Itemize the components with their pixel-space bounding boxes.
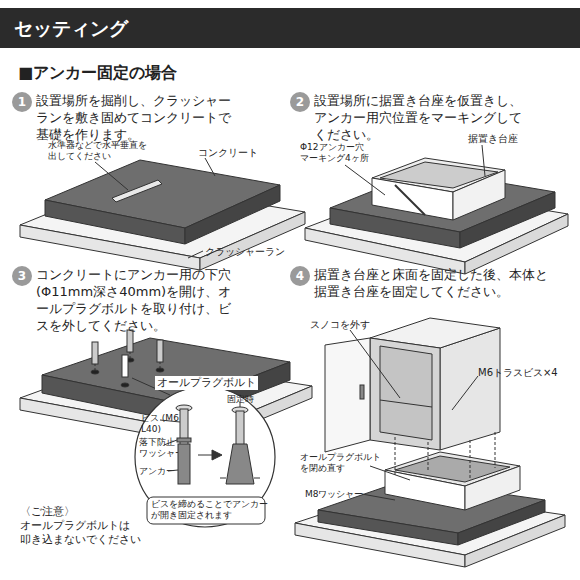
screw-guide	[495, 432, 496, 468]
panel-4	[295, 318, 565, 567]
leader-line	[205, 158, 215, 176]
callout-circle: 2	[290, 92, 310, 112]
step-text: 設置場所を掘削し、クラッシャーランを敷き固めてコンクリートで基礎を作ります。	[36, 92, 236, 143]
panel-1	[20, 158, 305, 270]
callout-number: 3	[12, 268, 32, 284]
concrete	[318, 510, 458, 545]
plug-bolt	[127, 330, 133, 352]
leader-line	[188, 251, 203, 258]
note-label: ビスを締めることでアンカー が開き固定されます	[151, 499, 263, 521]
callout-number: 4	[290, 268, 310, 284]
plug-bolt	[92, 342, 98, 364]
plug-bolt	[157, 340, 163, 362]
base-stand	[372, 178, 453, 220]
concrete	[185, 185, 280, 244]
callout-number: 1	[12, 94, 32, 110]
magnifier-ring	[135, 387, 275, 527]
guide-line	[95, 364, 96, 372]
leader-line	[345, 165, 385, 195]
screw-guide	[428, 442, 429, 472]
leader-line	[482, 145, 485, 176]
part-label: 落下防止 ワッシャー	[139, 437, 185, 459]
part-label: 固定時	[227, 393, 254, 405]
concrete	[45, 200, 185, 244]
part-label: クラッシャーラン	[205, 245, 285, 258]
screw-guide	[470, 440, 471, 478]
part-label: M6トラスビス×4	[478, 366, 558, 379]
anchor-hole	[121, 383, 129, 387]
callout-circle: 3	[12, 266, 32, 286]
header-band	[0, 8, 580, 48]
callout-number: 2	[290, 94, 310, 110]
cabinet-interior	[380, 346, 432, 440]
leader-line	[362, 494, 395, 500]
base-stand	[453, 170, 505, 220]
callout-circle: 4	[290, 266, 310, 286]
part-label: オールプラグボルト を閉め直す	[300, 452, 395, 474]
leader-line	[350, 330, 400, 398]
guide-line	[160, 362, 161, 370]
base-stand	[465, 466, 520, 510]
pencil	[395, 185, 425, 215]
cabinet	[370, 338, 440, 450]
base-stand	[385, 470, 465, 510]
section-heading: ■アンカー固定の場合	[18, 62, 177, 83]
note-label: 水準器などで水平垂直を 出してください	[48, 140, 160, 162]
part-label: Φ12アンカー穴 マーキング4ヶ所	[300, 142, 380, 164]
cabinet	[440, 328, 500, 450]
plug-bolt	[122, 355, 128, 377]
cabinet-shelf	[380, 400, 432, 407]
magnifier-circle: オールプラグボルトビス (M6 L40)落下防止 ワッシャーアンカー固定時ビスを…	[133, 385, 277, 529]
magnifier-title: オールプラグボルト	[155, 376, 258, 390]
part-label: 据置き台座	[468, 132, 518, 145]
guide-line	[130, 352, 131, 360]
door-handle	[360, 385, 364, 399]
part-label: ビス (M6 L40)	[141, 413, 187, 435]
note-box	[147, 497, 265, 524]
cabinet-door	[325, 338, 370, 452]
part-label: アンカー	[139, 465, 175, 477]
step-text: 据置き台座と床面を固定した後、本体と据置き台座を固定してください。	[314, 266, 554, 300]
part-label: コンクリート	[198, 146, 258, 159]
callout-circle: 1	[12, 92, 32, 112]
step-text: コンクリートにアンカー用の下穴(Φ11mm深さ40mm)を開け、オールプラグボル…	[36, 266, 236, 334]
leader-line	[452, 376, 478, 410]
leader-line	[95, 162, 128, 190]
part-label: スノコを外す	[310, 318, 370, 331]
part-label: M8ワッシャー	[305, 488, 364, 500]
screw-guide	[395, 437, 396, 476]
page-title: セッティング	[14, 16, 128, 41]
leader-line	[370, 466, 410, 480]
panel-2	[305, 145, 568, 274]
caution-note: 〈ご注意〉 オールプラグボルトは 叩き込まないでください	[20, 505, 150, 547]
